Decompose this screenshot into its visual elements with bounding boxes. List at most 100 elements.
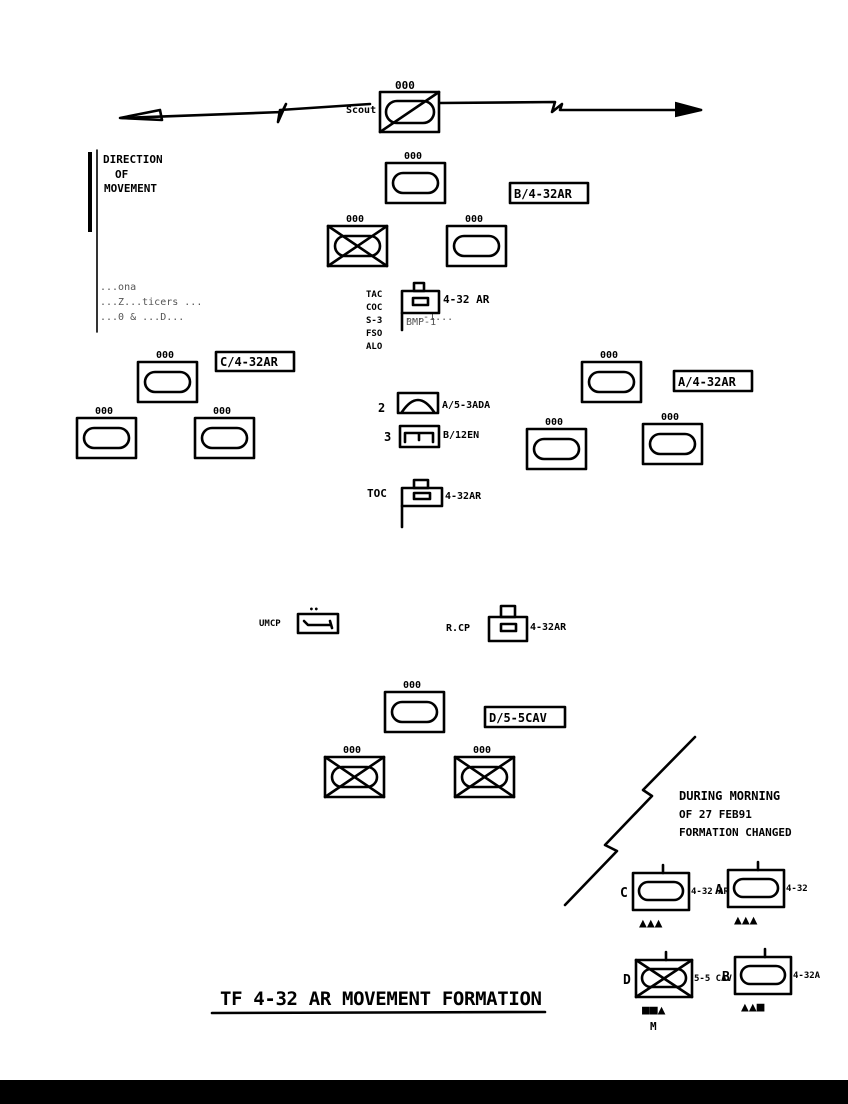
unit-designation: 4-32 AR bbox=[691, 887, 730, 897]
svg-text:••: •• bbox=[309, 605, 319, 614]
unit-armor: 000 bbox=[525, 417, 588, 471]
unit-markers: ▲▲▲ bbox=[734, 913, 758, 928]
unit-mech-infantry: 000 bbox=[323, 745, 386, 799]
unit-armor: 000 bbox=[383, 680, 446, 734]
svg-text:TOC: TOC bbox=[367, 487, 387, 500]
formation-change-note: DURING MORNING OF 27 FEB91 FORMATION CHA… bbox=[679, 789, 792, 839]
unit-armor: 000 bbox=[75, 406, 138, 460]
svg-text:...-1...: ...-1... bbox=[405, 312, 453, 323]
company-b: B/4-32AR 000 000 000 bbox=[326, 151, 590, 268]
title-text: TF 4-32 AR MOVEMENT FORMATION bbox=[220, 988, 542, 1010]
unit-armor: 000 bbox=[641, 412, 704, 466]
unit-size-label: 000 bbox=[395, 79, 415, 92]
faint-text: ...ona ...Z...ticers ... ...0 & ...D... … bbox=[100, 282, 453, 323]
toc-command-post: TOC 4-32AR bbox=[367, 478, 482, 529]
company-a: A/4-32AR 000 000 000 bbox=[525, 350, 754, 471]
unit-size-label: 000 bbox=[404, 151, 422, 162]
changed-unit-c: C 4-32 AR ▲▲▲ bbox=[620, 863, 730, 931]
company-label: B/4-32AR bbox=[514, 187, 573, 201]
unit-armor: 000 bbox=[445, 214, 508, 268]
unit-designation: 5-5 CAV bbox=[694, 974, 733, 984]
unit-size-label: 000 bbox=[403, 680, 421, 691]
company-label-box bbox=[672, 369, 754, 393]
company-d: D/5-5CAV 000 000 000 bbox=[323, 680, 567, 799]
direction-label-3: MOVEMENT bbox=[104, 182, 157, 195]
svg-text:4-32AR: 4-32AR bbox=[530, 622, 567, 633]
rear-command-post: R.CP 4-32AR bbox=[446, 604, 567, 643]
svg-text:...0 & ...D...: ...0 & ...D... bbox=[100, 312, 184, 323]
svg-text:...Z...ticers ...: ...Z...ticers ... bbox=[100, 297, 202, 308]
unit-letter: D bbox=[623, 973, 631, 988]
staff-label: COC bbox=[366, 303, 382, 313]
unit-size-label: 000 bbox=[343, 745, 361, 756]
tac-unit-label: 4-32 AR bbox=[443, 293, 490, 306]
unit-designation: 4-32A bbox=[793, 971, 821, 981]
svg-text:R.CP: R.CP bbox=[446, 623, 470, 634]
unit-size-label: 000 bbox=[156, 350, 174, 361]
unit-size-label: 000 bbox=[473, 745, 491, 756]
unit-size-label: 000 bbox=[213, 406, 231, 417]
changed-unit-d: D 5-5 CAV ■■▲ M bbox=[623, 950, 733, 1033]
formation-change-divider bbox=[563, 735, 697, 907]
changed-formation: C 4-32 AR ▲▲▲ A 4-32 ▲▲▲ D 5-5 CAV ■■▲ M B 4-32A ▲▲■ bbox=[620, 860, 821, 1033]
unit-sub-label: M bbox=[650, 1020, 657, 1033]
unit-armor: 000 bbox=[136, 350, 199, 404]
changed-unit-a: A 4-32 ▲▲▲ bbox=[715, 860, 808, 928]
unit-size-label: 000 bbox=[346, 214, 364, 225]
tac-note: BMP-1 bbox=[406, 317, 436, 328]
staff-label: S-3 bbox=[366, 316, 382, 326]
unit-armor: 000 bbox=[384, 151, 447, 205]
engineer-unit: 3 B/12EN bbox=[384, 424, 479, 449]
unit-mech-infantry: 000 bbox=[453, 745, 516, 799]
svg-text:3: 3 bbox=[384, 430, 391, 444]
svg-text:DURING MORNING: DURING MORNING bbox=[679, 789, 780, 803]
scout-unit: 000 bbox=[378, 79, 441, 134]
direction-label-2: OF bbox=[115, 168, 128, 181]
direction-label-1: DIRECTION bbox=[103, 153, 163, 166]
staff-label: FSO bbox=[366, 329, 383, 339]
air-defense-unit: 2 A/5-3ADA bbox=[378, 391, 490, 415]
unit-size-label: 000 bbox=[545, 417, 563, 428]
unit-size-label: 000 bbox=[95, 406, 113, 417]
company-label: C/4-32AR bbox=[220, 355, 279, 369]
direction-of-movement: DIRECTION OF MOVEMENT bbox=[88, 149, 163, 333]
unit-size-label: 000 bbox=[600, 350, 618, 361]
scan-edge-bar bbox=[0, 1080, 848, 1104]
svg-text:4-32AR: 4-32AR bbox=[445, 491, 482, 502]
company-label: A/4-32AR bbox=[678, 375, 737, 389]
unit-letter: C bbox=[620, 886, 628, 901]
unit-letter: B bbox=[722, 970, 730, 985]
screen-line: Scout bbox=[118, 100, 703, 124]
diagram-title: TF 4-32 AR MOVEMENT FORMATION bbox=[210, 988, 547, 1015]
svg-text:2: 2 bbox=[378, 401, 385, 415]
company-c: C/4-32AR 000 000 000 bbox=[75, 350, 296, 460]
unit-size-label: 000 bbox=[661, 412, 679, 423]
company-label: D/5-5CAV bbox=[489, 711, 547, 725]
svg-text:OF 27 FEB91: OF 27 FEB91 bbox=[679, 808, 752, 821]
umcp-unit: UMCP •• bbox=[259, 605, 340, 635]
company-label-box bbox=[483, 705, 567, 729]
unit-markers: ■■▲ bbox=[642, 1003, 666, 1018]
unit-markers: ▲▲▲ bbox=[639, 916, 663, 931]
unit-letter: A bbox=[715, 883, 723, 898]
unit-size-label: 000 bbox=[465, 214, 483, 225]
screen-label: Scout bbox=[346, 105, 376, 116]
company-label-box bbox=[214, 350, 296, 373]
staff-label: TAC bbox=[366, 290, 382, 300]
changed-unit-b: B 4-32A ▲▲■ bbox=[722, 947, 821, 1015]
ada-label: A/5-3ADA bbox=[442, 400, 490, 411]
unit-mech-infantry: 000 bbox=[326, 214, 389, 268]
unit-designation: 4-32 bbox=[786, 884, 808, 894]
unit-markers: ▲▲■ bbox=[741, 1000, 765, 1015]
svg-text:FORMATION CHANGED: FORMATION CHANGED bbox=[679, 826, 792, 839]
staff-label: ALO bbox=[366, 342, 383, 352]
company-label-box bbox=[508, 181, 590, 205]
unit-armor: 000 bbox=[580, 350, 643, 404]
svg-text:UMCP: UMCP bbox=[259, 619, 281, 629]
unit-armor: 000 bbox=[193, 406, 256, 460]
engineer-label: B/12EN bbox=[443, 430, 479, 441]
svg-text:...ona: ...ona bbox=[100, 282, 136, 293]
